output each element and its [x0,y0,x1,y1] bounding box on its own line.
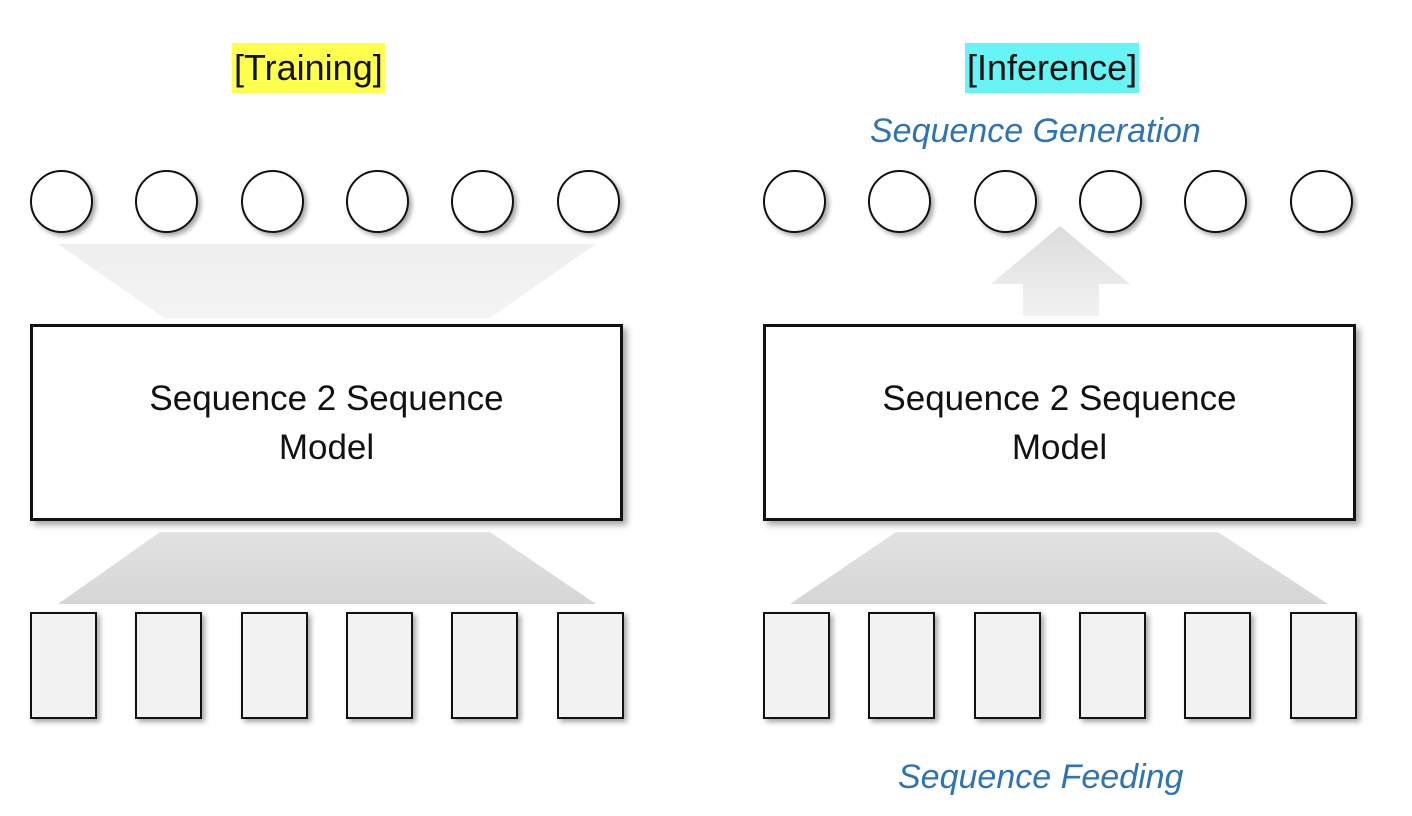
input-token-box [451,612,518,719]
input-token-box [1184,612,1251,719]
input-token-box [346,612,413,719]
input-token-box [1079,612,1146,719]
inference-panel: [Inference] Sequence Generation Sequence… [706,0,1412,816]
output-token-circle [135,170,198,233]
output-token-circle [451,170,514,233]
input-token-box [974,612,1041,719]
inference-tag: [Inference] [965,43,1140,93]
generation-up-arrow [991,226,1130,316]
output-token-circle [763,170,826,233]
training-tag: [Training] [232,43,385,93]
input-token-box [30,612,97,719]
input-token-box [241,612,308,719]
sequence-generation-caption: Sequence Generation [870,112,1201,150]
output-token-circle [1184,170,1247,233]
model-label-line2: Model [278,427,375,467]
output-token-circle [974,170,1037,233]
input-token-box [557,612,624,719]
input-token-box [763,612,830,719]
output-token-circle [1290,170,1353,233]
model-label-line1: Sequence 2 Sequence [149,378,504,418]
input-token-box [1290,612,1357,719]
output-token-circle [557,170,620,233]
model-label-line1: Sequence 2 Sequence [882,378,1237,418]
input-token-box [868,612,935,719]
output-token-circle [241,170,304,233]
seq2seq-model-box: Sequence 2 Sequence Model [30,324,623,521]
inference-connectors [790,226,1328,604]
output-token-circle [868,170,931,233]
training-connectors [58,244,596,604]
seq2seq-model-box: Sequence 2 Sequence Model [763,324,1356,521]
output-token-circle [30,170,93,233]
sequence-feeding-caption: Sequence Feeding [898,758,1184,796]
model-label-line2: Model [1011,427,1108,467]
inference-input-funnel [790,532,1328,604]
training-input-funnel [58,532,596,604]
output-token-circle [346,170,409,233]
output-token-circle [1079,170,1142,233]
training-output-funnel [58,244,596,318]
input-token-box [135,612,202,719]
training-panel: [Training] Sequence 2 Sequence Model [30,43,624,719]
